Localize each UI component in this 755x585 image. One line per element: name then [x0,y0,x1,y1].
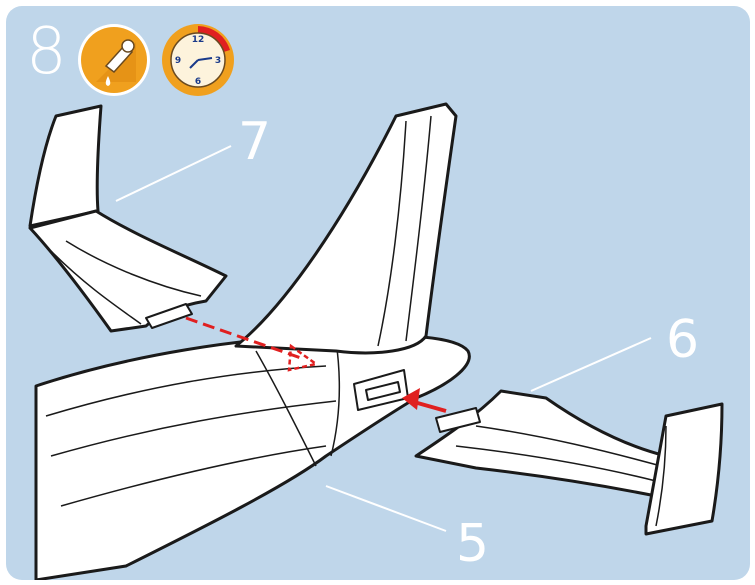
part-label-7: 7 [238,116,271,168]
glue-icon [76,22,152,98]
clock-9: 9 [175,56,181,66]
leader-line-7 [116,146,231,201]
instruction-panel: 8 12 3 6 9 7 6 5 [6,6,750,580]
clock-icon: 12 3 6 9 [160,22,236,98]
part-label-5: 5 [456,518,489,570]
part-label-6: 6 [666,314,699,366]
glue-badge [76,22,152,98]
fuselage [36,335,469,580]
leader-line-5 [326,486,446,531]
clock-3: 3 [215,56,221,66]
clock-12: 12 [192,35,205,45]
step-number: 8 [26,20,67,84]
clock-6: 6 [195,77,201,87]
leader-line-6 [531,338,651,391]
solid-arrow-line [414,402,446,411]
clock-badge: 12 3 6 9 [160,22,236,98]
left-stabilizer [30,106,226,331]
right-stabilizer [416,391,722,534]
